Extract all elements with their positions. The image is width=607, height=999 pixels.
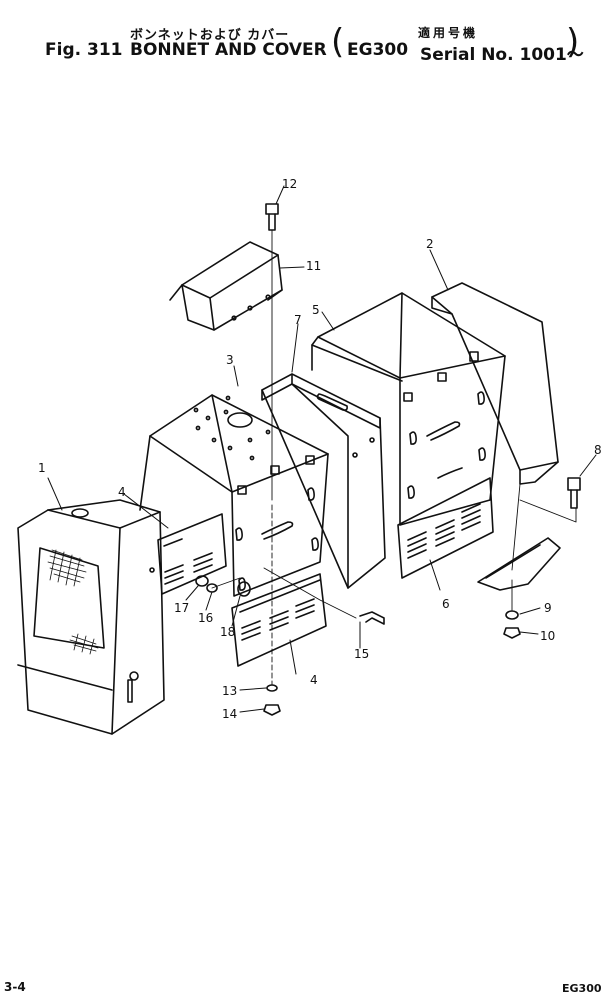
part-8-bolt-icon	[567, 477, 581, 509]
callout-13: 13	[222, 684, 237, 698]
part-3-top-cover	[139, 394, 329, 597]
callout-15: 15	[354, 647, 369, 661]
part-2-rear-cover	[431, 282, 559, 485]
open-paren: (	[331, 22, 345, 62]
callout-6: 6	[442, 597, 450, 611]
callout-16: 16	[198, 611, 213, 625]
center-lines	[211, 229, 577, 686]
part-4-panel-lower	[231, 573, 327, 667]
figure-title: BONNET AND COVER	[130, 40, 327, 60]
part-7-middle-cover	[261, 373, 386, 589]
japanese-title: ボンネットおよび カバー	[130, 28, 290, 43]
callout-3: 3	[226, 353, 234, 367]
model-label: EG300	[347, 40, 409, 60]
serial-label: Serial No. 1001～	[420, 45, 584, 65]
leader-lines	[47, 185, 597, 713]
hardware-washers-nuts	[195, 575, 521, 716]
callout-10: 10	[540, 629, 555, 643]
part-15-clip-icon	[359, 611, 385, 625]
callout-4-upper: 4	[118, 485, 126, 499]
callout-9: 9	[544, 601, 552, 615]
callout-5: 5	[312, 303, 320, 317]
callout-2: 2	[426, 237, 434, 251]
page-number: 3-4	[4, 980, 26, 994]
callout-1: 1	[38, 461, 46, 475]
close-paren: )	[566, 22, 580, 62]
part-11-bracket	[169, 241, 283, 331]
part-1-front-cover	[17, 499, 165, 735]
part-5-side-cover	[311, 292, 506, 526]
callout-8: 8	[594, 443, 602, 457]
footer-model-label: EG300	[562, 982, 602, 995]
callout-4-lower: 4	[310, 673, 318, 687]
callout-7: 7	[294, 313, 302, 327]
callout-17: 17	[174, 601, 189, 615]
callout-14: 14	[222, 707, 237, 721]
japanese-applicability-label: 適用号機	[418, 26, 479, 40]
callout-11: 11	[306, 259, 321, 273]
callout-labels: 1 2 3 4 4 5 6 7 8 9 10 11 12 13 14 15 16…	[38, 177, 602, 721]
callout-12: 12	[282, 177, 297, 191]
figure-number: Fig. 311	[45, 40, 123, 60]
part-4-panel-upper	[157, 513, 227, 595]
part-12-bolt-icon	[265, 203, 279, 231]
callout-18: 18	[220, 625, 235, 639]
rail-bracket	[477, 537, 561, 591]
part-6-panel	[397, 477, 494, 579]
